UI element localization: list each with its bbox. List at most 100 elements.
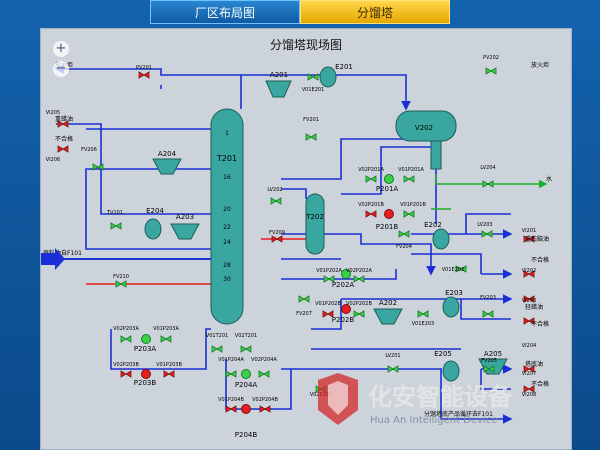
tab-plant-layout[interactable]: 厂区布局图 [150, 0, 300, 24]
svg-text:P203A: P203A [134, 345, 157, 353]
valve-icon[interactable] [240, 345, 252, 353]
valve-icon[interactable] [120, 370, 132, 378]
drum-v202-label: V202 [415, 124, 433, 132]
green-lines [431, 174, 548, 210]
svg-text:V02P202B: V02P202B [346, 301, 372, 307]
zoom-in-button[interactable]: + [53, 41, 69, 57]
valve-icon[interactable] [92, 163, 104, 171]
valve-icon[interactable] [110, 222, 122, 230]
valve-icon[interactable] [398, 230, 410, 238]
valve-icon[interactable] [120, 335, 132, 343]
svg-text:重石脑油: 重石脑油 [525, 235, 549, 243]
svg-text:水: 水 [546, 175, 552, 183]
valve-icon[interactable] [259, 405, 271, 413]
tab-fractionator[interactable]: 分馏塔 [300, 0, 450, 24]
valve-icon[interactable] [485, 67, 497, 75]
svg-text:原料油自F101: 原料油自F101 [43, 249, 82, 257]
valve-icon[interactable] [387, 365, 399, 373]
svg-text:P203B: P203B [134, 379, 157, 387]
svg-text:V02P201A: V02P201A [358, 167, 384, 173]
diagram-title: 分馏塔现场图 [270, 38, 342, 52]
svg-text:VI204: VI204 [522, 343, 536, 349]
svg-text:PV202: PV202 [483, 55, 499, 61]
svg-text:FV210: FV210 [113, 274, 129, 280]
tower-t201[interactable]: T201 [210, 108, 244, 325]
svg-text:分馏塔底产品循环去F101: 分馏塔底产品循环去F101 [424, 410, 493, 418]
valve-icon[interactable] [138, 71, 150, 79]
pumps[interactable] [141, 174, 394, 414]
valve-icon[interactable] [523, 317, 535, 325]
valve-icon[interactable] [482, 180, 494, 188]
svg-text:LV202: LV202 [267, 187, 282, 193]
svg-text:FV203: FV203 [480, 295, 496, 301]
valve-labels: PV201 V01E201 VI205 VI206 FV206 FV201 PV… [46, 55, 536, 403]
valve-icon[interactable] [323, 275, 335, 283]
valve-icon[interactable] [523, 385, 535, 393]
svg-text:TV101: TV101 [106, 210, 123, 216]
drum-v202[interactable]: V202 [395, 110, 457, 170]
heat-exchangers[interactable] [144, 66, 460, 382]
valve-icon[interactable] [483, 365, 495, 373]
svg-text:VI207: VI207 [522, 371, 536, 377]
svg-text:P202A: P202A [332, 281, 355, 289]
valve-icon[interactable] [225, 370, 237, 378]
valve-icon[interactable] [270, 197, 282, 205]
valve-icon[interactable] [211, 345, 223, 353]
valve-icon[interactable] [57, 145, 69, 153]
valve-icon[interactable] [417, 310, 429, 318]
valve-icon[interactable] [523, 295, 535, 303]
zoom-out-button[interactable]: − [53, 61, 69, 77]
valve-icon[interactable] [455, 265, 467, 273]
svg-text:24: 24 [223, 239, 231, 246]
valve-icon[interactable] [403, 210, 415, 218]
svg-text:20: 20 [223, 206, 231, 213]
valve-icon[interactable] [322, 310, 334, 318]
valve-icon[interactable] [160, 335, 172, 343]
valves[interactable] [57, 67, 535, 413]
valve-icon[interactable] [365, 210, 377, 218]
valve-icon[interactable] [481, 230, 493, 238]
pipes [54, 64, 513, 424]
svg-text:E203: E203 [445, 289, 463, 297]
valve-icon[interactable] [298, 295, 310, 303]
svg-text:不合格: 不合格 [531, 380, 549, 388]
svg-text:E201: E201 [335, 63, 353, 71]
valve-icon[interactable] [57, 120, 69, 128]
svg-text:LV201: LV201 [385, 353, 400, 359]
tower-t202[interactable]: T202 [305, 193, 325, 255]
svg-text:A205: A205 [484, 350, 502, 358]
valve-icon[interactable] [271, 235, 283, 243]
valve-icon[interactable] [115, 280, 127, 288]
svg-text:V01P202B: V01P202B [315, 301, 341, 307]
valve-icon[interactable] [305, 133, 317, 141]
svg-text:FV206: FV206 [81, 147, 97, 153]
valve-icon[interactable] [482, 310, 494, 318]
svg-text:V02P203B: V02P203B [113, 362, 139, 368]
valve-icon[interactable] [365, 175, 377, 183]
valve-icon[interactable] [307, 73, 319, 81]
svg-text:V01P203A: V01P203A [153, 326, 179, 332]
svg-text:FV205: FV205 [481, 358, 497, 364]
svg-text:VI208: VI208 [522, 392, 536, 398]
valve-icon[interactable] [258, 370, 270, 378]
valve-icon[interactable] [225, 405, 237, 413]
svg-text:FV207: FV207 [296, 311, 312, 317]
svg-text:FV204: FV204 [396, 244, 412, 250]
svg-text:PV201: PV201 [136, 65, 152, 71]
valve-icon[interactable] [523, 365, 535, 373]
svg-text:E202: E202 [424, 221, 442, 229]
valve-icon[interactable] [353, 310, 365, 318]
valve-icon[interactable] [403, 175, 415, 183]
svg-text:V02P204B: V02P204B [252, 397, 278, 403]
svg-text:FV209: FV209 [269, 230, 285, 236]
svg-text:V01E203: V01E203 [412, 321, 435, 327]
cooler-labels: A201 A204 A203 A202 A205 [158, 71, 502, 358]
valve-icon[interactable] [523, 270, 535, 278]
svg-text:VI205: VI205 [46, 110, 60, 116]
valve-icon[interactable] [163, 370, 175, 378]
svg-text:V01P203B: V01P203B [156, 362, 182, 368]
svg-text:V01P204B: V01P204B [218, 397, 244, 403]
svg-text:V01E202: V01E202 [442, 267, 465, 273]
valve-icon[interactable] [353, 275, 365, 283]
valve-icon[interactable] [523, 235, 535, 243]
